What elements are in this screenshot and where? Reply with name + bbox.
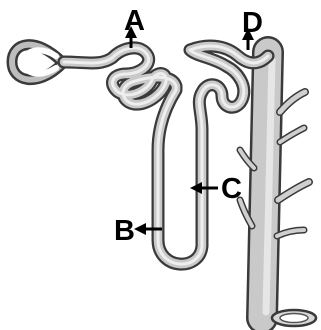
bowmans-capsule <box>12 45 62 80</box>
label-b: B <box>114 215 135 247</box>
nephron-tubule <box>64 46 268 264</box>
label-a: A <box>124 5 145 37</box>
collecting-duct <box>240 52 316 326</box>
label-d: D <box>242 7 263 39</box>
label-c: C <box>221 173 242 205</box>
